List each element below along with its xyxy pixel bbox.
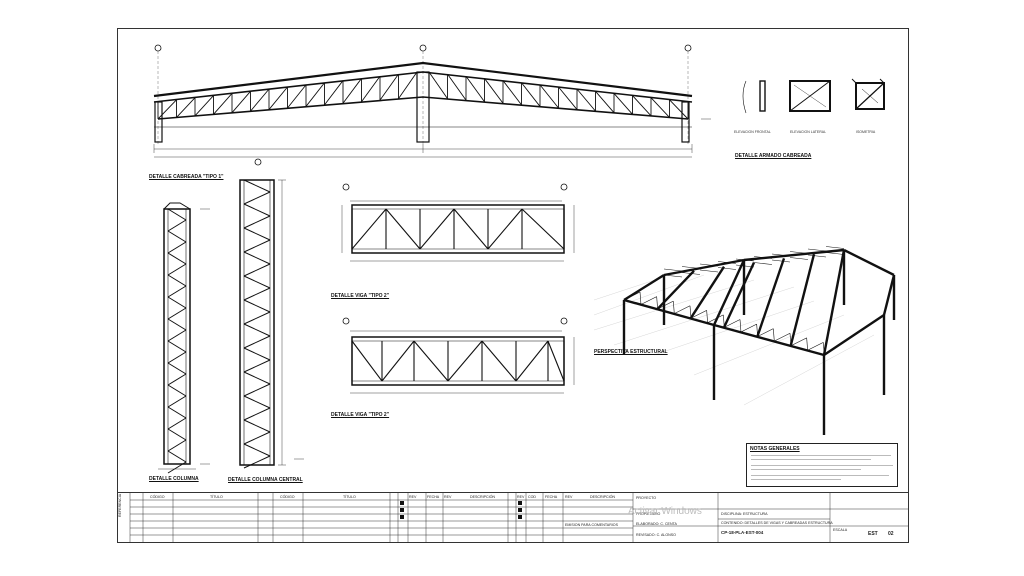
- notes-box: NOTAS GENERALES: [746, 443, 898, 487]
- tb-col-codigo-2: CÓDIGO: [280, 495, 295, 499]
- tb-escala: ESCALA: [833, 528, 848, 532]
- tb-revisado: REVISADO: C. ALONSO: [636, 533, 676, 537]
- tb-col-rev-3: REV: [517, 495, 525, 499]
- tb-codigo: CP-18-PLA-EST-004: [721, 530, 764, 535]
- tb-contenido: CONTENIDO: DETALLES DE VIGAS Y CABREADAS…: [721, 521, 833, 525]
- label-detalle-columna: DETALLE COLUMNA: [149, 476, 199, 482]
- tb-hoja: EST: [868, 531, 878, 537]
- tb-rev-desc: EMISION PARA COMENTARIOS: [565, 523, 618, 527]
- label-cabreada-tipo1: DETALLE CABREADA "TIPO 1": [149, 174, 224, 180]
- notes-title: NOTAS GENERALES: [750, 446, 800, 452]
- drawing-sheet: ELEVACION FRONTAL ELEVACION LATERAL ISOM…: [117, 28, 909, 543]
- tb-col-cod-3: COD: [528, 495, 536, 499]
- tb-col-fecha-1: FECHA: [427, 495, 440, 499]
- label-elevacion-lateral: ELEVACION LATERAL: [790, 130, 827, 134]
- activation-watermark: Activar Windows: [628, 506, 702, 517]
- label-perspectiva-estructural: PERSPECTIVA ESTRUCTURAL: [594, 349, 668, 355]
- tb-col-rev-2: REV: [444, 495, 452, 499]
- roof-truss-elevation: [153, 44, 711, 158]
- tb-col-desc-1: DESCRIPCIÓN: [470, 495, 495, 499]
- tb-col-titulo-1: TÍTULO: [210, 495, 223, 499]
- armado-cabreada-views: [742, 78, 885, 114]
- label-armado-cabreada: DETALLE ARMADO CABREADA: [735, 153, 812, 159]
- label-detalle-viga-tipo2-a: DETALLE VIGA "TIPO 2": [331, 293, 390, 299]
- tb-col-desc-3: DESCRIPCIÓN: [590, 495, 615, 499]
- tb-col-titulo-2: TÍTULO: [343, 495, 356, 499]
- label-elevacion-frontal: ELEVACION FRONTAL: [734, 130, 771, 134]
- label-isometria: ISOMETRIA: [856, 130, 876, 134]
- tb-propietario: PROPIETARIO: [636, 512, 661, 516]
- tb-col-codigo-1: CÓDIGO: [150, 495, 165, 499]
- tb-disciplina: DISCIPLINA: ESTRUCTURA: [721, 512, 768, 516]
- column-central-detail: [239, 158, 304, 469]
- beam-tipo2-a: [341, 183, 575, 262]
- column-detail: [158, 202, 210, 474]
- tb-proyecto: PROYECTO: [636, 496, 657, 500]
- tb-col-rev-4: REV: [565, 495, 573, 499]
- beam-tipo2-b: [342, 317, 575, 394]
- tb-hoja-num: 02: [888, 531, 894, 537]
- tb-referencia: REFERENCIA: [118, 493, 122, 517]
- tb-col-rev-1: REV: [409, 495, 417, 499]
- tb-elaborado: ELABORADO: C. CENTA: [636, 522, 677, 526]
- label-detalle-viga-tipo2-b: DETALLE VIGA "TIPO 2": [331, 412, 390, 418]
- label-detalle-columna-central: DETALLE COLUMNA CENTRAL: [228, 477, 303, 483]
- tb-col-fecha-3: FECHA: [545, 495, 558, 499]
- title-block: REFERENCIA CÓDIGO TÍTULO CÓDIGO TÍTULO R…: [118, 492, 908, 543]
- structural-perspective: [593, 246, 896, 435]
